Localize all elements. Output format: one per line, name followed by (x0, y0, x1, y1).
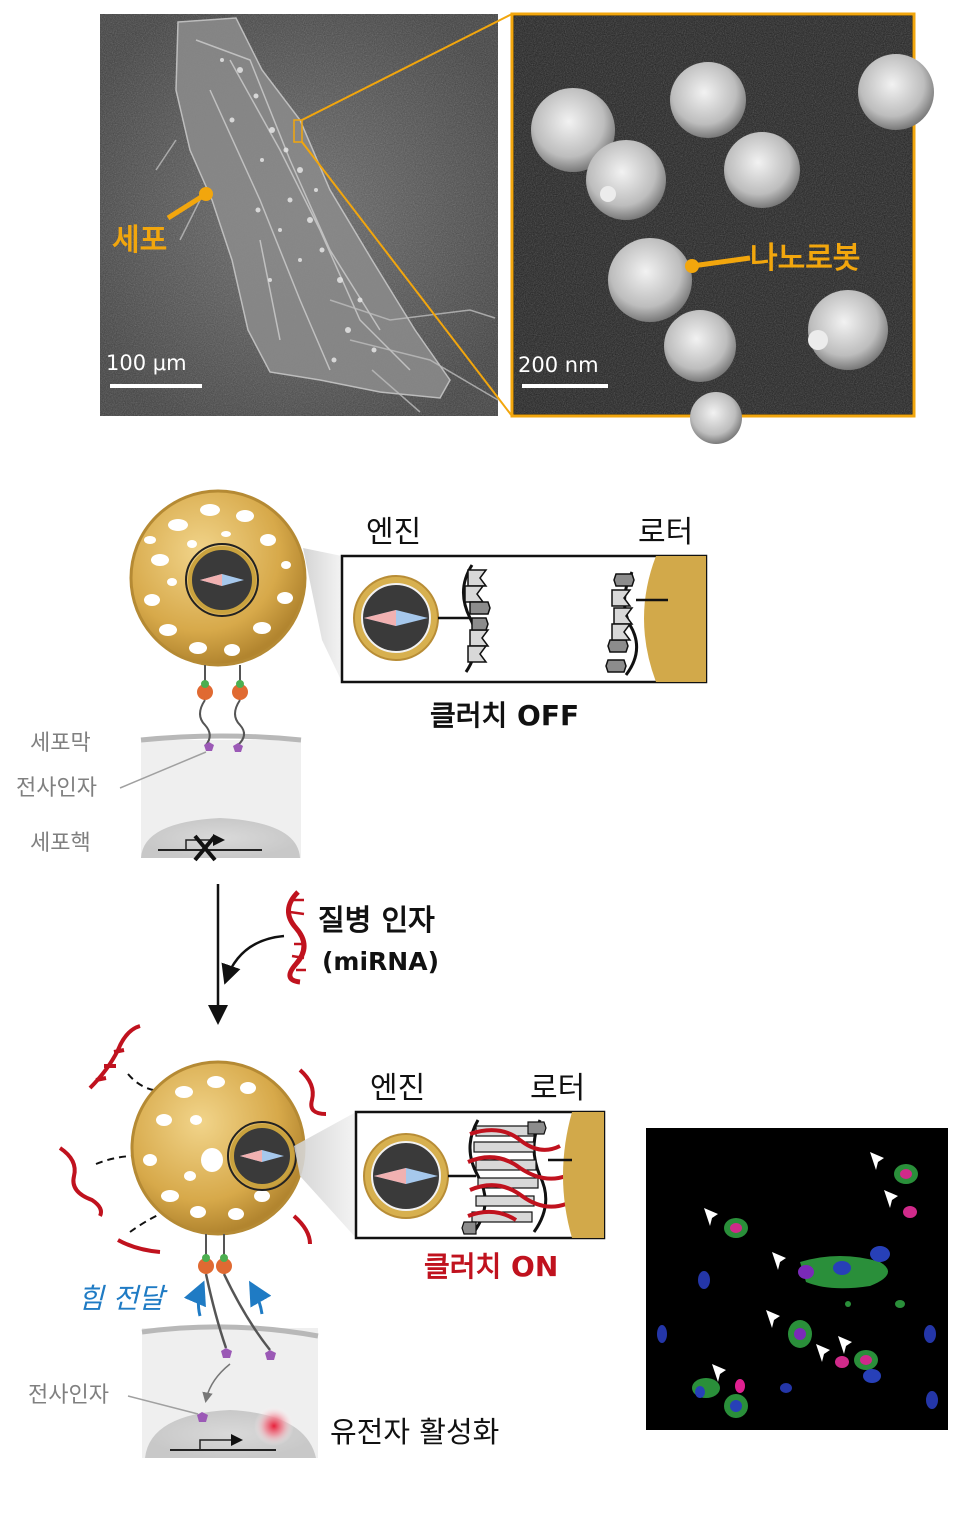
disease-factor-label: 질병 인자 (318, 903, 435, 937)
nanorobot-shell-on (130, 1060, 306, 1236)
rotor-label-off: 로터 (638, 515, 693, 550)
engine-label-on: 엔진 (370, 1071, 425, 1106)
tf-label-off: 전사인자 (16, 776, 97, 801)
fluorescent-cells (657, 1164, 938, 1418)
nanorobot-scale-label: 200 nm (518, 353, 599, 377)
tf-label-on: 전사인자 (28, 1383, 109, 1408)
engine-label-off: 엔진 (366, 515, 421, 550)
sem-cell-image: 세포 100 μm (100, 14, 499, 416)
gene-activation-label: 유전자 활성화 (330, 1415, 499, 1449)
zoom-connector (293, 13, 513, 417)
nanorobot-spheres (531, 54, 934, 444)
gene-activation-glow (254, 1406, 294, 1446)
force-transfer-label: 힘 전달 (78, 1282, 168, 1315)
linkers-off (197, 665, 248, 752)
cell-label: 세포 (112, 223, 167, 258)
arrowheads (704, 1152, 898, 1382)
mirna-strands (58, 1024, 327, 1254)
clutch-off-panel (340, 554, 708, 684)
linkers-on (183, 1234, 276, 1422)
mirna-label: (miRNA) (322, 947, 439, 976)
mirna-strand-icon (286, 890, 307, 985)
fluorescence-image (646, 1128, 948, 1430)
nanorobot-shell-off (129, 489, 307, 667)
sem-nanorobot-image: 나노로봇 200 nm (510, 12, 934, 444)
clutch-on-panel (354, 1110, 606, 1240)
nanorobot-scale-bar (522, 384, 608, 388)
membrane-label: 세포막 (30, 731, 91, 756)
cell-scale-label: 100 μm (106, 351, 187, 375)
rotor-label-on: 로터 (530, 1071, 585, 1106)
nucleus-label: 세포핵 (30, 831, 91, 856)
nanorobot-label: 나노로봇 (750, 241, 860, 276)
trigger-transition: 질병 인자 (miRNA) (208, 884, 439, 1025)
cell-scale-bar (110, 384, 202, 388)
off-state-diagram: 엔진 로터 클러치 OFF 세포막 전사인자 세포핵 (16, 489, 708, 862)
clutch-on-label: 클러치 ON (424, 1250, 558, 1283)
clutch-off-label: 클러치 OFF (430, 699, 579, 732)
on-state-diagram: 엔진 로터 클러치 ON 힘 전달 전사인자 유전자 활성화 (28, 1024, 606, 1458)
